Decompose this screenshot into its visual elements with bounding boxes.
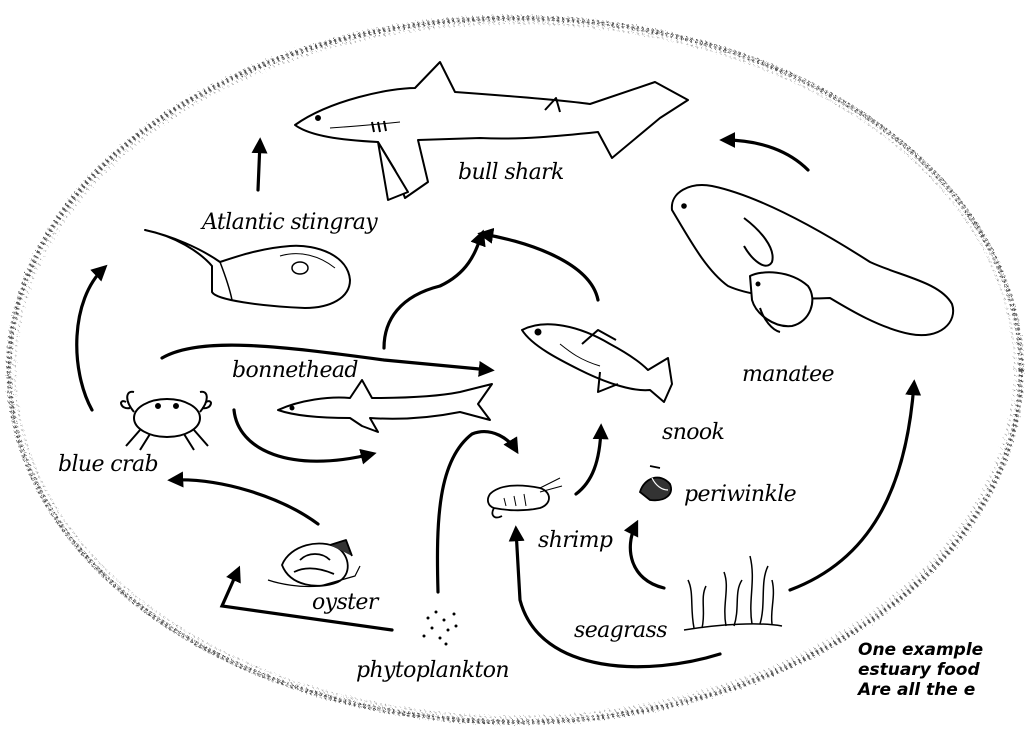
label-blue-crab: blue crab [58,452,158,477]
snook-icon [522,324,672,402]
label-snook: snook [662,420,724,445]
label-bull-shark: bull shark [458,160,564,185]
figure-caption: One example estuary food Are all the e [858,640,983,700]
oyster-icon [268,540,360,587]
label-seagrass: seagrass [574,618,667,643]
label-manatee: manatee [742,362,834,387]
caption-line-2: estuary food [858,660,983,680]
atlantic-stingray-icon [145,230,350,308]
caption-line-3: Are all the e [858,680,983,700]
label-phytoplankton: phytoplankton [356,658,509,683]
manatee-icon [672,185,953,335]
caption-line-1: One example [858,640,983,660]
seagrass-icon [684,556,782,630]
shrimp-icon [488,478,562,517]
blue-crab-icon [121,392,211,450]
label-oyster: oyster [312,590,378,615]
periwinkle-icon [640,466,671,500]
label-periwinkle: periwinkle [684,482,796,507]
label-shrimp: shrimp [538,528,612,553]
bonnethead-icon [278,380,492,432]
label-atlantic-stingray: Atlantic stingray [202,210,377,235]
phytoplankton-icon [423,611,458,646]
label-bonnethead: bonnethead [232,358,358,383]
